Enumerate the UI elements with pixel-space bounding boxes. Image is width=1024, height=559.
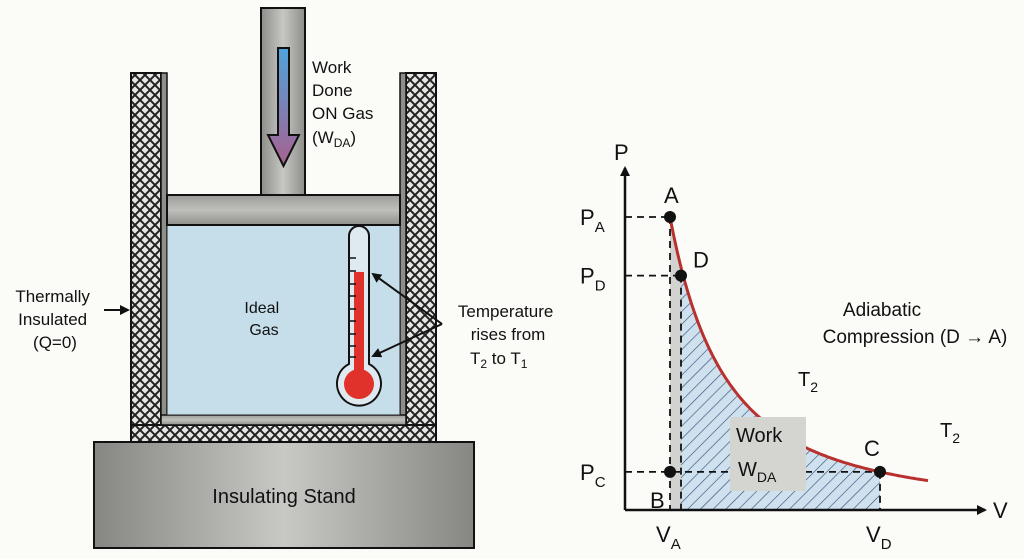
thermometer-icon	[336, 225, 382, 407]
ideal-gas-label: Ideal Gas	[244, 300, 283, 339]
apparatus: Work Done ON Gas (WDA) Ideal Gas	[15, 7, 558, 549]
insulation-wall-left	[130, 72, 162, 446]
point-label-c: C	[864, 436, 880, 461]
cylinder-wall-right	[399, 72, 407, 426]
work-symbol: (WDA)	[312, 128, 356, 150]
stand-label: Insulating Stand	[212, 486, 355, 508]
work-area-symbol: WDA	[738, 459, 777, 485]
work-arrow-icon	[266, 47, 301, 169]
chart-title-line2: Compression (D → A)	[823, 327, 1008, 348]
temp-arrow-upper	[371, 272, 443, 325]
curve-label: T2	[798, 369, 818, 395]
insulation-wall-right	[405, 72, 437, 446]
work-label-box	[730, 417, 806, 491]
point-a	[664, 211, 676, 223]
point-label-b: B	[650, 488, 665, 513]
point-c-temp-label: T2	[940, 420, 960, 446]
gray-strip	[670, 217, 681, 510]
insulating-stand	[93, 441, 475, 549]
point-b	[664, 465, 676, 478]
temp-arrow-lower	[371, 323, 443, 358]
cylinder-bottom	[160, 414, 407, 426]
y-tick-label: PD	[580, 264, 606, 295]
y-tick-label: PA	[580, 205, 605, 236]
point-d	[675, 269, 687, 282]
insulation-label: Thermally Insulated (Q=0)	[15, 287, 94, 352]
pv-chart: P V A D C B Work WDA Adiabatic Compression …	[580, 140, 1008, 553]
p-axis-label: P	[614, 140, 629, 165]
work-label: Work Done ON Gas	[312, 58, 373, 123]
x-tick-label: VA	[656, 522, 681, 553]
point-label-d: D	[693, 248, 709, 273]
piston-head	[166, 194, 401, 226]
chart-title-line1: Adiabatic	[843, 300, 921, 321]
x-tick-label: VD	[866, 522, 892, 553]
temperature-label: Temperature rises from	[458, 302, 558, 344]
work-area-label: Work	[736, 425, 783, 447]
point-c	[874, 465, 886, 478]
v-axis-label: V	[993, 498, 1008, 523]
point-label-a: A	[664, 183, 679, 208]
temperature-range: T2 to T1	[470, 349, 528, 371]
y-tick-label: PC	[580, 460, 606, 491]
cylinder-wall-left	[160, 72, 168, 426]
